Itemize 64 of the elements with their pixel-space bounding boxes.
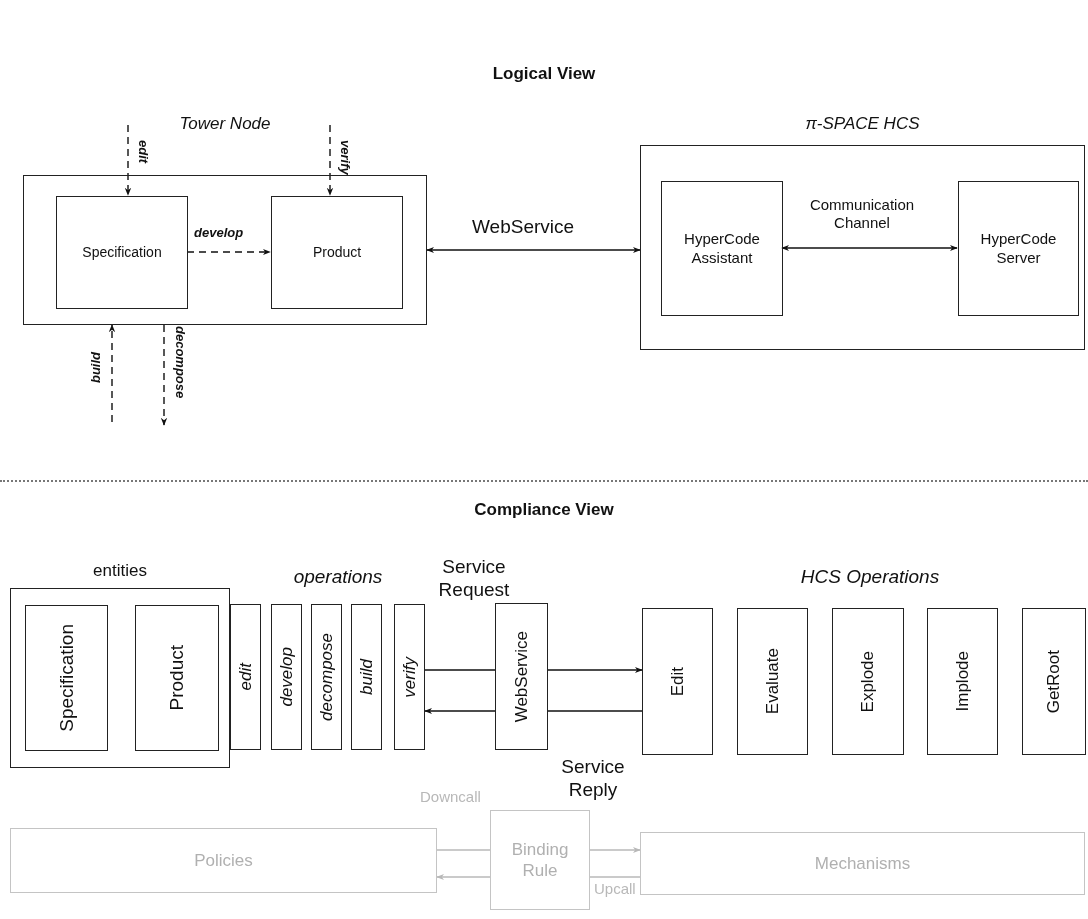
process-box [135,605,219,751]
process-box [25,605,108,751]
box-label: Evaluate [761,648,783,715]
box-label: Specification [82,243,162,262]
connector-line [547,710,643,712]
edge-label: develop [192,225,246,241]
process-box [10,828,437,893]
process-box [737,608,808,755]
section-label: HCS Operations [800,566,940,588]
process-box [495,603,548,750]
box-label: Product [312,243,362,262]
section-label: Compliance View [474,500,614,520]
box-label: Edit [666,666,688,697]
arrow [326,124,334,196]
process-box [271,604,302,750]
box-label: HyperCode Server [979,229,1058,268]
arrow [547,666,643,674]
box-label: WebService [510,630,532,723]
box-label: Binding Rule [510,838,570,882]
box-label: GetRoot [1043,649,1065,714]
arrow [589,846,641,854]
group-heading: π-SPACE HCS [805,114,920,134]
process-box [661,181,783,316]
arrow [108,324,116,423]
process-box [311,604,342,750]
process-box [642,608,713,755]
edge-label: Upcall [592,880,638,898]
group-heading: Tower Node [179,114,271,134]
arrow [186,248,271,256]
process-box [271,196,403,309]
arrow [781,244,958,252]
process-box [640,832,1085,895]
arrow [160,324,168,426]
box-label: Policies [194,849,253,872]
process-box [490,810,590,910]
box-label: develop [275,647,297,707]
arrow [426,246,641,254]
group-heading: entities [93,561,147,581]
box-label: Specification [54,624,78,732]
connector-line [436,849,491,851]
box-label: Product [165,645,189,711]
process-box [1022,608,1086,755]
box-label: verify [398,656,420,698]
process-box [230,604,261,750]
box-label: Implode [951,651,973,712]
diagram-title: Logical View [491,64,597,84]
process-box [351,604,382,750]
arrow [424,707,496,715]
arrow [124,124,132,196]
box-label: HyperCode Assistant [683,229,761,268]
process-box [832,608,904,755]
connector-line [424,669,496,671]
process-box [927,608,998,755]
box-label: Explode [857,650,879,713]
box-label: build [355,659,377,695]
process-box [56,196,188,309]
box-label: edit [234,663,256,691]
arrow [436,873,491,881]
process-box [958,181,1079,316]
box-label: Mechanisms [814,852,911,875]
connector-line [589,876,641,878]
section-label: operations [293,566,383,588]
process-box [394,604,425,750]
box-label: decompose [315,633,337,721]
